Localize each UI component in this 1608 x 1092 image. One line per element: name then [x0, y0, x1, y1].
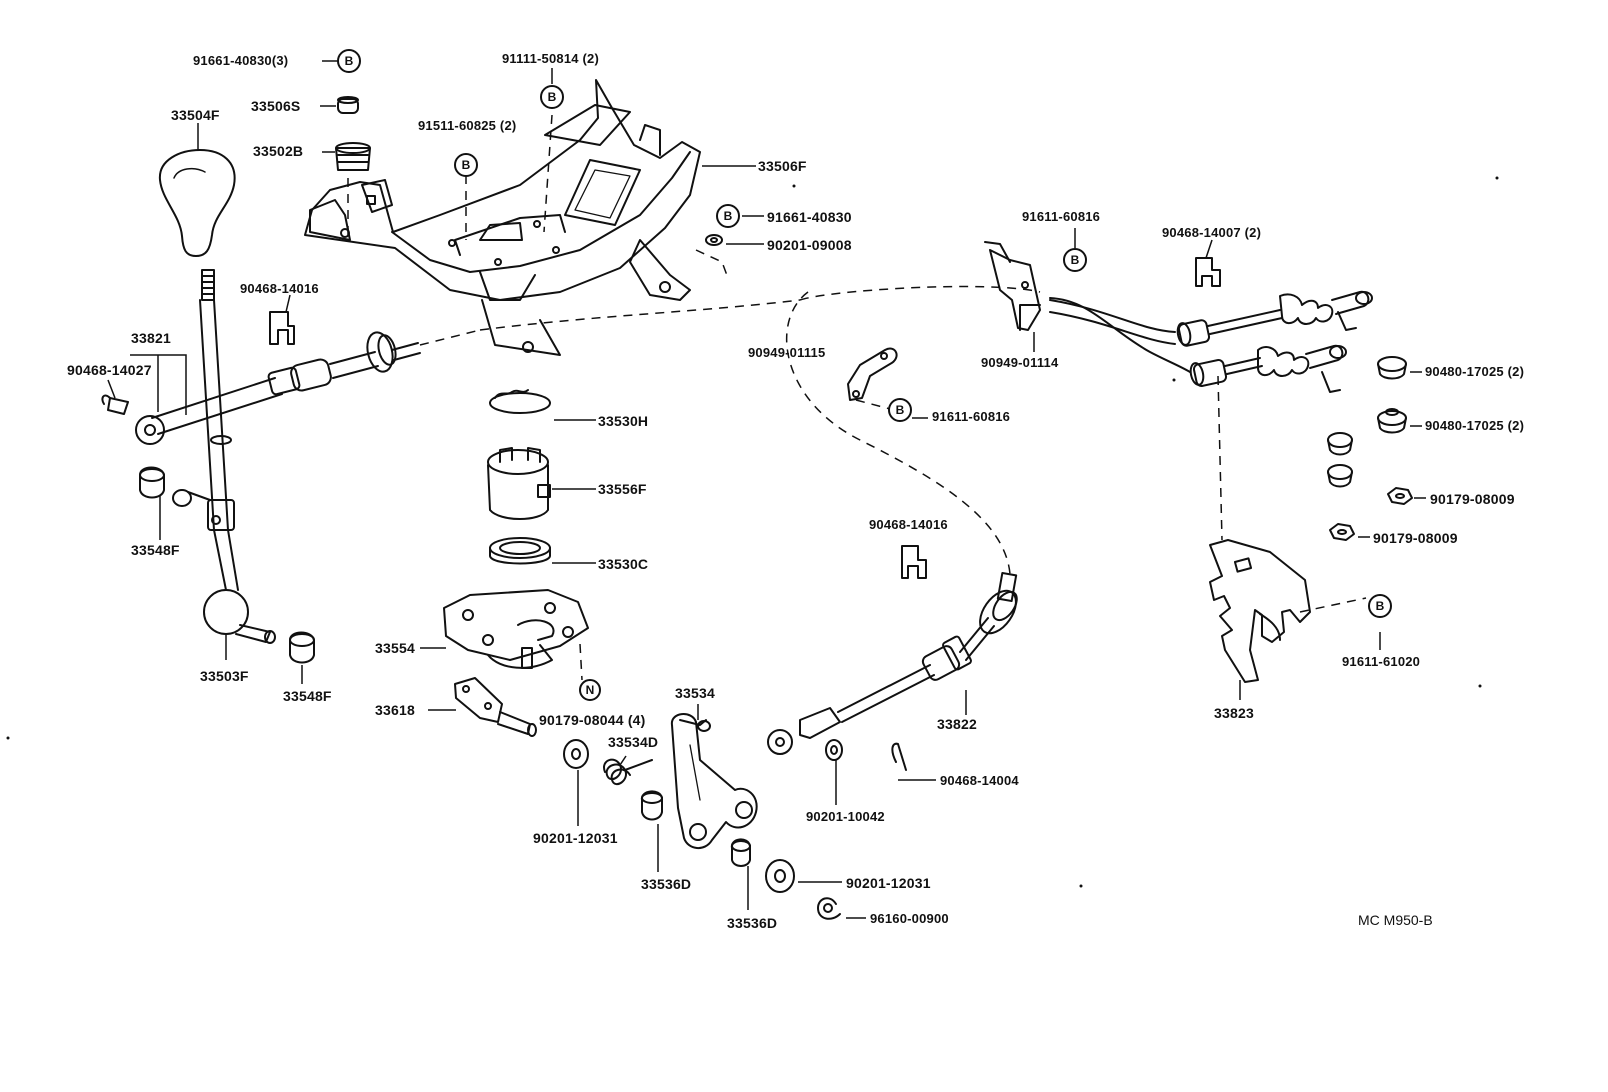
part-label: 90201-12031: [846, 875, 931, 891]
marker-b: B: [548, 90, 557, 104]
clip-96160-00900: [817, 897, 841, 920]
part-label: 90201-12031: [533, 830, 618, 846]
marker-b: B: [724, 209, 733, 223]
part-label: 33548F: [131, 542, 180, 558]
nut-90179-08009-a: [1387, 487, 1413, 505]
part-label: 90179-08044 (4): [539, 712, 646, 728]
marker-n: N: [586, 683, 595, 697]
part-label: 33506S: [251, 98, 301, 114]
part-label: 33556F: [598, 481, 647, 497]
clamp-90949-01115: [847, 347, 898, 401]
part-label: 33506F: [758, 158, 807, 174]
washer-90201-10042: [825, 739, 843, 761]
marker-b: B: [896, 403, 905, 417]
seat-33530c: [489, 537, 551, 565]
part-label: 33534: [675, 685, 715, 701]
shift-cable-33822: [767, 571, 1018, 755]
part-label: 90201-10042: [806, 809, 885, 824]
cable-end-upper: [1049, 290, 1373, 347]
shift-knob: [158, 149, 236, 257]
part-label: 90201-09008: [767, 237, 852, 253]
marker-b: B: [462, 158, 471, 172]
marker-b-group: B B B B B B B: [337, 49, 1392, 618]
diagram-reference: MC M950-B: [1358, 912, 1433, 928]
seat-33530h: [489, 389, 551, 414]
part-label: 90480-17025 (2): [1425, 364, 1525, 379]
plate-33554: [443, 589, 589, 669]
clip-90468-14016-center: [901, 545, 927, 579]
shift-bracket: [304, 79, 701, 356]
part-label: 33536D: [727, 915, 778, 931]
part-label: 91511-60825 (2): [418, 118, 517, 133]
bush-33536d-b: [730, 838, 751, 867]
washer-90201-12031-right: [765, 859, 795, 893]
part-label: 33530C: [598, 556, 649, 572]
selector-cable-left: [267, 331, 421, 396]
washer-90201-12031-left: [563, 739, 589, 769]
part-label: 90468-14016: [240, 281, 319, 296]
part-label: 90468-14004: [940, 773, 1019, 788]
part-label: 33548F: [283, 688, 332, 704]
part-label: 91611-60816: [1022, 209, 1101, 224]
part-label: 91661-40830: [767, 209, 852, 225]
lever-33618: [454, 677, 537, 737]
shift-lever-assembly: [101, 269, 315, 664]
spring-33534d: [603, 758, 653, 786]
part-label: 91611-60816: [932, 409, 1011, 424]
nut-90179-08009-b: [1329, 523, 1355, 541]
part-label: 90468-14027: [67, 362, 152, 378]
bush-33536d-a: [640, 790, 663, 821]
part-label: 33821: [131, 330, 171, 346]
marker-b: B: [1071, 253, 1080, 267]
retainer-33556f: [487, 447, 551, 520]
part-label: 33823: [1214, 705, 1254, 721]
part-label: 90468-14016: [869, 517, 948, 532]
clamp-90949-01114: [984, 241, 1041, 331]
part-label: 90480-17025 (2): [1425, 418, 1525, 433]
part-label: 90468-14007 (2): [1162, 225, 1262, 240]
cable-bracket-33823: [1209, 539, 1311, 683]
part-label: 90179-08009: [1430, 491, 1515, 507]
part-label: 91661-40830(3): [193, 53, 289, 68]
marker-b: B: [345, 54, 354, 68]
part-label: 33503F: [200, 668, 249, 684]
part-label: 33618: [375, 702, 415, 718]
part-label: 33504F: [171, 107, 220, 123]
part-label: 91111-50814 (2): [502, 51, 599, 66]
clip-90468-14016-left: [269, 311, 295, 345]
marker-n-group: N: [579, 679, 601, 701]
clip-90468-14004: [891, 742, 907, 771]
clip-90468-14007: [1195, 257, 1221, 287]
shift-lever-33534: [670, 713, 758, 849]
washer-90201-09008: [705, 234, 723, 246]
nut-90480-17025-a: [1377, 356, 1407, 380]
part-label: 33502B: [253, 143, 304, 159]
part-label: 96160-00900: [870, 911, 949, 926]
bush-right-b: [1327, 464, 1353, 488]
part-label: 90179-08009: [1373, 530, 1458, 546]
part-label: 33554: [375, 640, 415, 656]
marker-b: B: [1376, 599, 1385, 613]
nut-90480-17025-b: [1377, 408, 1407, 434]
part-label: 90949-01115: [748, 345, 826, 360]
part-label: 33530H: [598, 413, 649, 429]
bush-right-a: [1327, 432, 1353, 456]
cap-33506s: [337, 96, 359, 114]
cable-end-lower: [1049, 297, 1347, 393]
boot-33502b: [335, 142, 371, 171]
part-label: 91611-61020: [1342, 654, 1421, 669]
part-label: 33536D: [641, 876, 692, 892]
part-label: 33534D: [608, 734, 659, 750]
part-label: 33822: [937, 716, 977, 732]
part-label: 90949-01114: [981, 355, 1059, 370]
